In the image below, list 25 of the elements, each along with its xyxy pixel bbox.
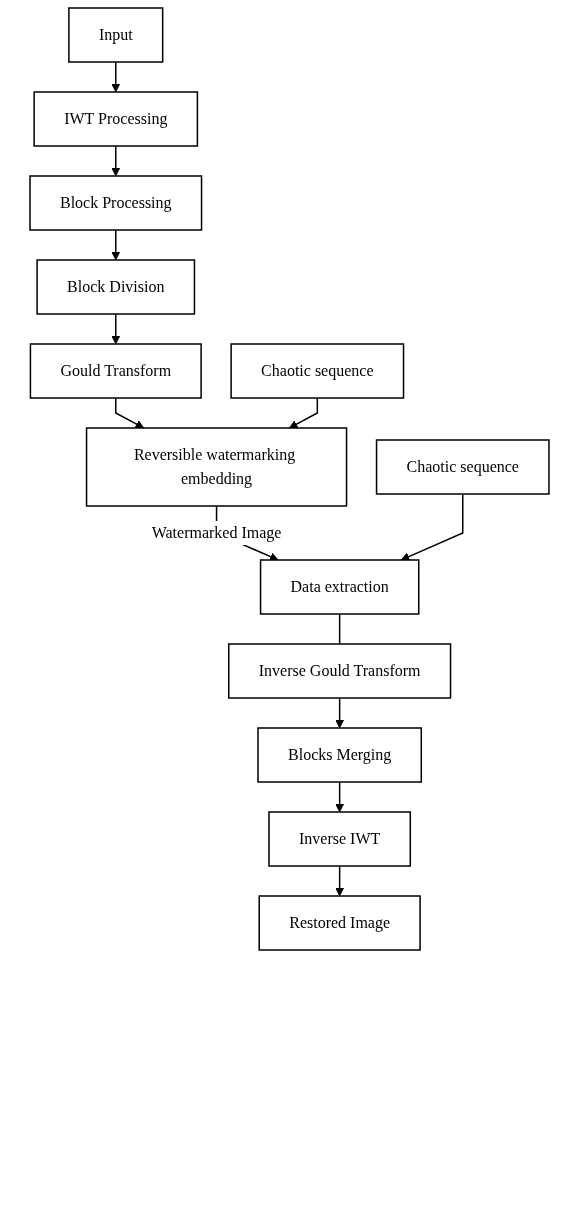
node-box: Data extraction <box>259 559 420 615</box>
node-box: Block Division <box>36 259 196 315</box>
node-box: Input <box>68 7 164 63</box>
arrow <box>111 313 121 345</box>
arrow <box>335 781 345 813</box>
node-box: IWT Processing <box>33 91 199 147</box>
node-box: Chaotic sequence <box>230 343 405 399</box>
node-box: Restored Image <box>258 895 421 951</box>
arrow <box>335 697 345 729</box>
arrow <box>335 865 345 897</box>
node-box: Block Processing <box>29 175 203 231</box>
node-box: Chaotic sequence <box>375 439 550 495</box>
node-box: Blocks Merging <box>257 727 423 783</box>
node-box: Inverse IWT <box>268 811 412 867</box>
node-box: Inverse Gould Transform <box>228 643 452 699</box>
connector <box>338 613 341 645</box>
node-box: Reversible watermarking embedding <box>85 427 348 507</box>
arrow <box>111 229 121 261</box>
arrow <box>288 397 319 429</box>
arrow <box>111 145 121 177</box>
edge-label: Watermarked Image <box>151 524 282 541</box>
arrow <box>111 61 121 93</box>
arrow <box>115 397 145 429</box>
node-box: Gould Transform <box>29 343 202 399</box>
arrow <box>400 493 464 561</box>
